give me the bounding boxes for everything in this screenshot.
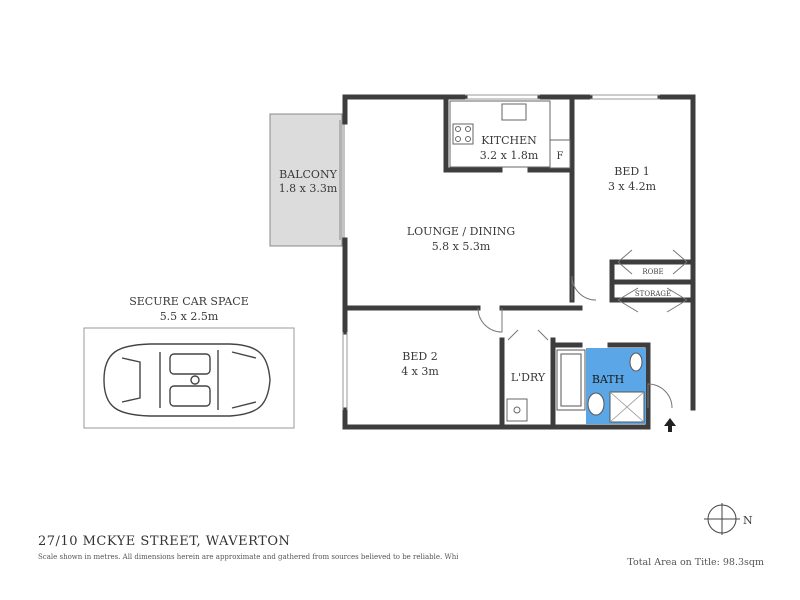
doors: [477, 249, 688, 409]
bed1-size: 3 x 4.2m: [608, 180, 657, 193]
property-address: 27/10 MCKYE STREET, WAVERTON: [38, 534, 291, 549]
walls: [342, 94, 696, 430]
compass-icon: [704, 503, 740, 535]
kitchen-name: KITCHEN: [481, 134, 537, 147]
bed2-name: BED 2: [402, 350, 437, 363]
car-space: [83, 327, 295, 429]
lounge-name: LOUNGE / DINING: [407, 225, 515, 238]
bathroom: [556, 348, 646, 424]
car-icon: [103, 343, 271, 417]
laundry-fittings: [506, 398, 528, 422]
laundry-label: L'DRY: [511, 371, 546, 384]
lounge-size: 5.8 x 5.3m: [432, 240, 491, 253]
kitchen-fittings: [449, 100, 571, 169]
balcony-area: [269, 113, 345, 247]
bath-label: BATH: [592, 373, 624, 386]
bed1-name: BED 1: [614, 165, 649, 178]
total-area: Total Area on Title: 98.3sqm: [627, 557, 764, 568]
storage-label: STORAGE: [635, 290, 671, 298]
kitchen-size: 3.2 x 1.8m: [480, 149, 539, 162]
bed2-size: 4 x 3m: [401, 365, 439, 378]
fridge-label: F: [557, 151, 564, 162]
balcony-name: BALCONY: [279, 168, 337, 181]
windows: [342, 94, 660, 410]
disclaimer-text: Scale shown in metres. All dimensions he…: [38, 553, 458, 561]
car-space-title: SECURE CAR SPACE: [129, 295, 249, 308]
robe-label: ROBE: [642, 268, 663, 276]
compass-label: N: [743, 514, 753, 527]
entry-arrow-icon: [664, 418, 676, 432]
car-space-size: 5.5 x 2.5m: [160, 310, 219, 323]
balcony-size: 1.8 x 3.3m: [279, 182, 338, 195]
